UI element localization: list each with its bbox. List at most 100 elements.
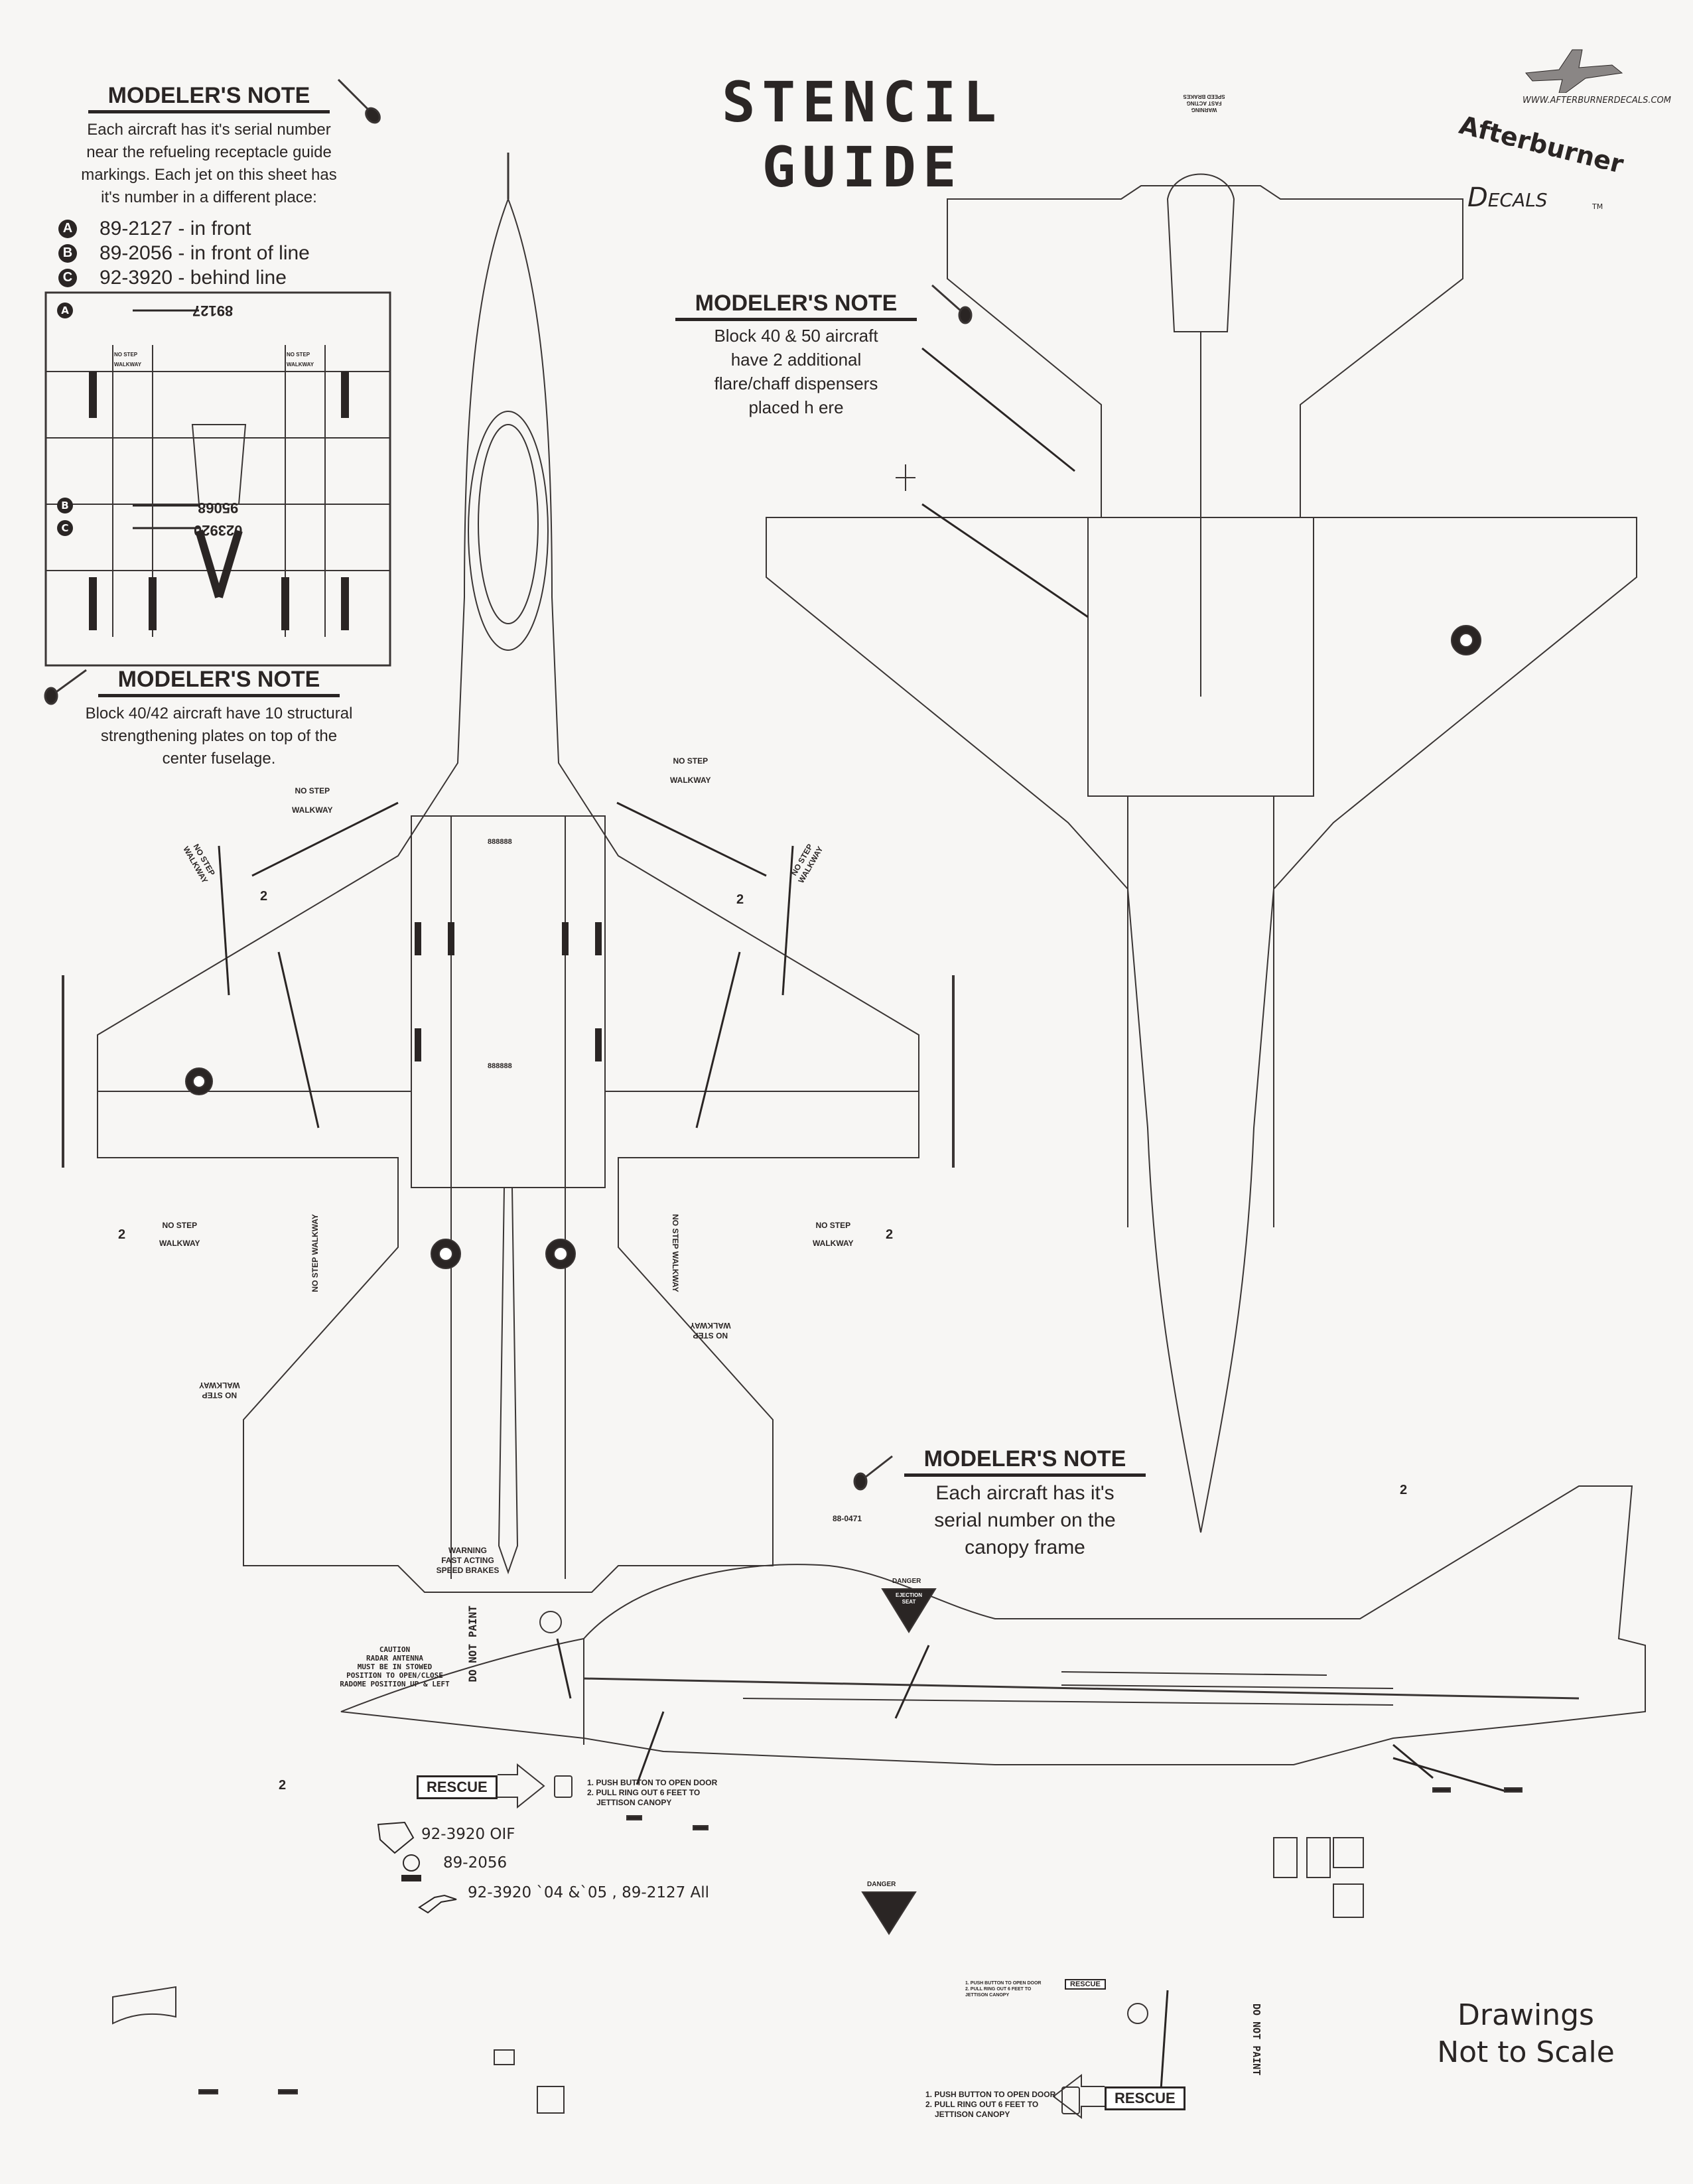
note-line: near the refueling receptacle guide [86,143,332,161]
do-not-paint-stencil: DO NOT PAINT [1251,2004,1262,2076]
inset-walkway: WALKWAY [287,362,314,368]
letter-c-icon: C [58,268,77,287]
emblem-caption: 92-3920 `04 &`05 , 89-2127 All [468,1884,710,1901]
brand-name: Afterburner [1456,110,1627,179]
no-step-label: NO STEP WALKWAY [310,1214,320,1292]
danger-label: DANGER [892,1578,921,1585]
page-title: STENCIL GUIDE [721,70,1003,200]
inset-no-step: NO STEP [287,352,310,358]
note-line: markings. Each jet on this sheet has [81,166,337,184]
rescue-stencil: RESCUE [417,1775,498,1799]
marker-circle-icon [539,1611,562,1633]
modelers-note-flares: MODELER'S NOTE Block 40 & 50 aircraft ha… [663,291,929,419]
brand-logo: WWW.AFTERBURNERDECALS.COM Afterburner De… [1456,46,1685,219]
note-heading: MODELER'S NOTE [88,83,330,113]
jet-logo-icon [1525,49,1623,93]
inset-tag-a: A [57,303,73,318]
stencil-number: 2 [279,1778,287,1793]
danger-label: DANGER [867,1881,896,1888]
note-line: Block 40 & 50 aircraft [714,326,878,346]
paintbrush-icon [44,78,973,1491]
stencil-number: 2 [260,889,268,904]
refuel-inset-frame [44,291,391,667]
emblem-caption: 92-3920 OIF [421,1826,515,1843]
modelers-note-canopy: MODELER'S NOTE Each aircraft has it's se… [892,1446,1158,1561]
note-line: canopy frame [965,1536,1085,1558]
website-url: WWW.AFTERBURNERDECALS.COM [1523,96,1671,105]
note-line: serial number on the [934,1509,1116,1531]
leader-arrows [133,309,1507,2090]
marker-circle-icon [1127,2003,1148,2024]
jet-emblem-icon [418,1894,457,1914]
brand-subtitle: Decals [1467,182,1548,213]
inset-serial-b: 95068 [198,500,239,516]
legend-item: A 89-2127 - in front [58,216,310,241]
note-line: Block 40/42 aircraft have 10 structural [85,705,353,722]
inset-no-step: NO STEP [114,352,138,358]
top-view-aircraft [62,153,955,1593]
stencil-number: 2 [736,892,744,907]
serial-stencil-top: 888888 [488,1062,512,1070]
trademark: TM [1592,202,1603,211]
note-heading: MODELER'S NOTE [904,1446,1146,1477]
note-line: strengthening plates on top of the [100,727,338,745]
rescue-handle-icon [1061,2086,1080,2114]
stencil-number: 2 [118,1227,126,1242]
legend-item: B 89-2056 - in front of line [58,241,310,265]
falcon-head-emblem-icon [401,1854,421,1881]
note-line: placed h ere [748,397,844,417]
ejection-seat-warning-icon [861,1891,917,1935]
ejection-seat-label: EJECTION SEAT [896,1592,923,1605]
note-line: it's number in a different place: [101,188,317,206]
legend-item: C 92-3920 - behind line [58,265,310,290]
rescue-handle-icon [554,1775,573,1798]
note-line: center fuselage. [162,750,276,768]
emblem-caption: 89-2056 [443,1854,508,1872]
inset-tag-b: B [57,498,73,513]
inset-walkway: WALKWAY [114,362,142,368]
inset-serial-a: 89127 [192,303,234,319]
note-line: Each aircraft has it's serial number [87,121,331,139]
bottom-view-aircraft [766,173,1637,1533]
legend-text: 89-2056 - in front of line [100,242,310,264]
do-not-paint-stencil: DO NOT PAINT [466,1605,479,1682]
serial-stencil-top: 888888 [488,838,512,846]
rescue-arrow-icon [498,1763,545,1809]
letter-b-icon: B [58,243,77,263]
note-line: have 2 additional [730,350,862,370]
note-heading: MODELER'S NOTE [675,291,917,321]
no-step-label: NO STEP WALKWAY [671,1214,680,1292]
note-line: Each aircraft has it's [935,1482,1115,1504]
stencil-number: 2 [886,1227,894,1242]
inset-serial-c: 023920 [194,522,243,539]
state-emblem-icon [377,1821,415,1854]
stencil-number: 2 [1400,1483,1408,1497]
serial-legend: A 89-2127 - in front B 89-2056 - in front … [58,216,310,290]
legend-text: 89-2127 - in front [100,218,251,239]
note-line: flare/chaff dispensers [714,374,878,393]
side-view-aircraft [340,1485,1646,1765]
rescue-stencil-small: RESCUE [1065,1979,1106,1990]
canopy-serial: 88-0471 [833,1514,862,1523]
modelers-note-plates: MODELER'S NOTE Block 40/42 aircraft have… [46,667,391,770]
rescue-stencil: RESCUE [1105,2086,1185,2110]
modelers-note-serial: MODELER'S NOTE Each aircraft has it's se… [53,83,365,209]
rescue-arrow-icon [1052,2073,1105,2120]
inset-tag-c: C [57,520,73,536]
ejection-seat-warning-icon [881,1588,937,1633]
letter-a-icon: A [58,219,77,238]
note-heading: MODELER'S NOTE [98,667,340,697]
legend-text: 92-3920 - behind line [100,267,287,289]
